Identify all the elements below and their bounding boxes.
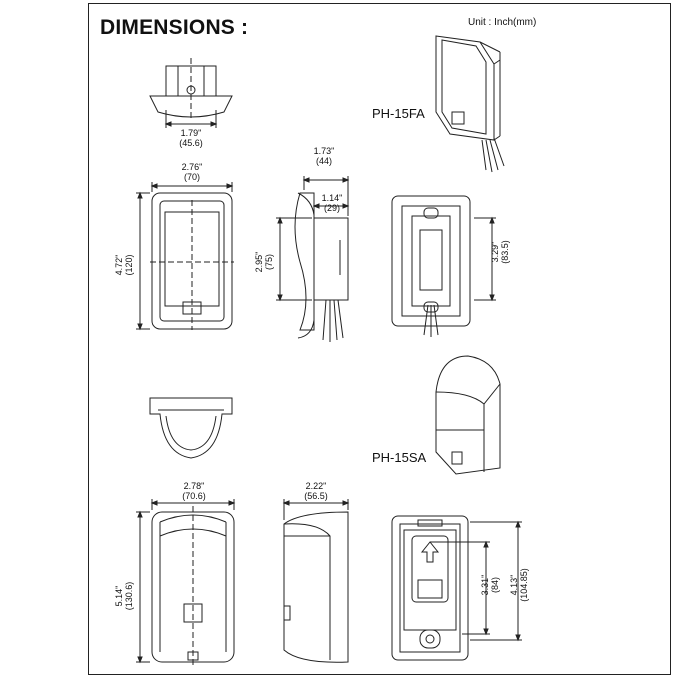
dim-fa-side-height: 2.95"(75) bbox=[254, 251, 274, 273]
fa-top-view bbox=[149, 58, 233, 128]
dim-fa-back-height: 3.29"(83.5) bbox=[490, 240, 510, 264]
fa-front-view bbox=[136, 182, 234, 331]
model-label-ph15fa: PH-15FA bbox=[372, 106, 425, 121]
sa-top-view bbox=[149, 397, 233, 459]
dim-fa-top-width: 1.79"(45.6) bbox=[179, 128, 203, 148]
dim-sa-back-outer: 4.13"(104.85) bbox=[509, 568, 529, 602]
fa-side-view bbox=[276, 176, 350, 342]
model-label-ph15sa: PH-15SA bbox=[372, 450, 427, 465]
dim-fa-front-height: 4.72"(120) bbox=[114, 254, 134, 276]
page-title: DIMENSIONS : bbox=[100, 16, 249, 39]
unit-label: Unit : Inch(mm) bbox=[468, 17, 537, 28]
fa-perspective-view bbox=[435, 35, 505, 173]
dim-sa-front-height: 5.14"(130.6) bbox=[114, 581, 134, 611]
drawing-frame bbox=[88, 3, 671, 675]
sa-side-view bbox=[282, 499, 350, 663]
dim-fa-front-width: 2.76"(70) bbox=[181, 162, 203, 182]
fa-back-view bbox=[391, 195, 496, 337]
dim-sa-front-width: 2.78"(70.6) bbox=[182, 481, 206, 501]
sa-front-view bbox=[136, 499, 236, 668]
dim-fa-side-inner: 1.14"(29) bbox=[321, 193, 343, 213]
dim-sa-back-inner: 3.31"(84) bbox=[480, 574, 500, 596]
dim-sa-side-depth: 2.22"(56.5) bbox=[304, 481, 328, 501]
sa-perspective-view bbox=[435, 355, 501, 475]
dim-fa-side-depth: 1.73"(44) bbox=[313, 146, 335, 166]
sa-back-view bbox=[391, 515, 522, 661]
